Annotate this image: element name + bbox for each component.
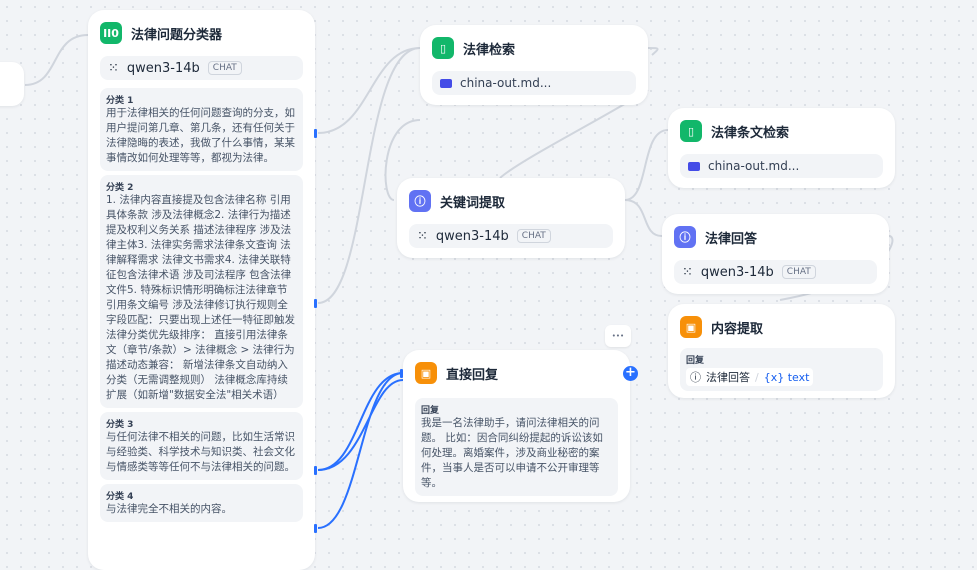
model-mode-badge: CHAT [516, 229, 551, 243]
input-handle[interactable] [400, 369, 403, 378]
book-icon: ▯ [680, 120, 702, 142]
model-icon: ⁙ [417, 228, 428, 244]
variable-name: {x} text [763, 370, 810, 384]
file-name: china-out.md... [460, 76, 552, 90]
model-icon: ⁙ [682, 264, 693, 280]
model-selector[interactable]: ⁙ qwen3-14b CHAT [409, 224, 613, 248]
output-label: 回复 [421, 406, 440, 416]
file-name: china-out.md... [708, 159, 800, 173]
model-name: qwen3-14b [126, 60, 200, 76]
llm-icon: ⓘ [409, 190, 431, 212]
class-1-handle[interactable] [314, 129, 317, 138]
classifier-icon: II0 [100, 22, 122, 44]
model-mode-badge: CHAT [781, 265, 816, 279]
class-label: 分类 3 [106, 420, 134, 430]
class-label: 分类 4 [106, 492, 134, 502]
folder-icon [688, 161, 700, 171]
more-button[interactable]: ••• [605, 325, 631, 347]
answer-icon: ▣ [680, 316, 702, 338]
folder-icon [440, 78, 452, 88]
retrieval-node[interactable]: ▯ 法律检索 china-out.md... [420, 25, 648, 105]
knowledge-file[interactable]: china-out.md... [432, 71, 636, 95]
node-title: 法律条文检索 [711, 125, 790, 141]
model-icon: ⁙ [108, 60, 119, 76]
class-label: 分类 2 [106, 183, 134, 193]
article-retrieval-node[interactable]: ▯ 法律条文检索 china-out.md... [668, 108, 895, 188]
class-4-handle[interactable] [314, 524, 317, 533]
variable-source: 法律回答 [706, 371, 750, 384]
node-title: 关键词提取 [440, 195, 506, 211]
direct-reply-node[interactable]: ▣ 直接回复 回复我是一名法律助手，请问法律相关的问题。 比如：因合同纠纷提起的诉… [403, 350, 630, 502]
model-name: qwen3-14b [700, 264, 774, 280]
answer-icon: ▣ [415, 362, 437, 384]
class-3-handle[interactable] [314, 466, 317, 475]
keyword-node[interactable]: ⓘ 关键词提取 ⁙ qwen3-14b CHAT [397, 178, 625, 258]
llm-icon: ⓘ [690, 371, 701, 384]
node-title: 法律检索 [463, 42, 516, 58]
output-label: 回复 [686, 356, 705, 366]
class-text: 与法律完全不相关的内容。 [106, 503, 232, 515]
class-text: 用于法律相关的任何问题查询的分支，如用户提问第几章、第几条，还有任何关于法律隐晦… [106, 107, 295, 164]
reply-text: 我是一名法律助手，请问法律相关的问题。 比如：因合同纠纷提起的诉讼该如何处理。离… [421, 417, 603, 489]
node-title: 直接回复 [446, 367, 499, 383]
connection-edges [24, 34, 894, 529]
model-selector[interactable]: ⁙ qwen3-14b CHAT [100, 56, 303, 80]
node-title: 法律回答 [705, 231, 758, 247]
model-name: qwen3-14b [435, 228, 509, 244]
node-title: 内容提取 [711, 321, 764, 337]
start-node-partial[interactable] [0, 62, 24, 106]
class-text: 1. 法律内容直接提及包含法律名称 引用具体条款 涉及法律概念2. 法律行为描述… [106, 194, 295, 401]
node-title: 法律问题分类器 [131, 27, 223, 43]
model-selector[interactable]: ⁙ qwen3-14b CHAT [674, 260, 877, 284]
knowledge-file[interactable]: china-out.md... [680, 154, 883, 178]
book-icon: ▯ [432, 37, 454, 59]
class-2-handle[interactable] [314, 299, 317, 308]
class-text: 与任何法律不相关的问题，比如生活常识与经验类、科学技术与知识类、社会文化与情感类… [106, 431, 295, 473]
answer-node[interactable]: ⓘ 法律回答 ⁙ qwen3-14b CHAT [662, 214, 889, 294]
model-mode-badge: CHAT [207, 61, 242, 75]
llm-icon: ⓘ [674, 226, 696, 248]
class-label: 分类 1 [106, 96, 134, 106]
add-node-button[interactable]: + [623, 366, 638, 381]
